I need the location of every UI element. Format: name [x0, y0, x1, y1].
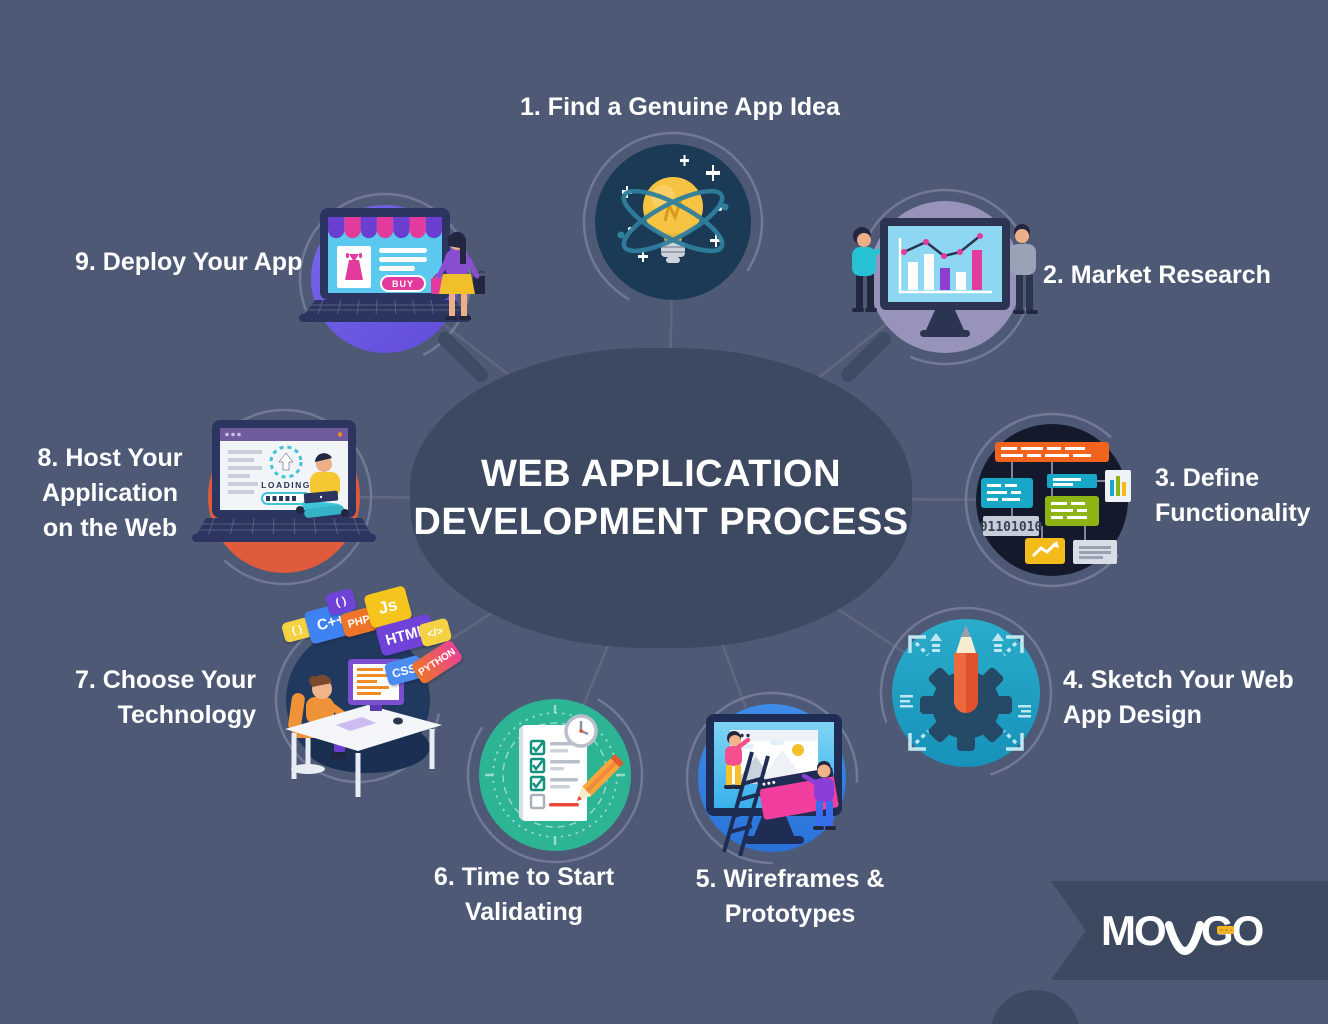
desk: [285, 705, 442, 797]
lightbulb-idea-icon: [617, 155, 729, 263]
magnifier-handle-icon: [438, 332, 891, 382]
deploy-store-icon: BUY: [299, 208, 485, 322]
builder-on-ladder: [724, 731, 751, 789]
sitting-person: [296, 453, 349, 518]
store-awning: [325, 211, 445, 239]
ladder: [722, 751, 770, 857]
brand-ribbon: MO GO: [1051, 881, 1328, 980]
binary-text: 01101010: [980, 520, 1043, 535]
dress-product: [345, 253, 363, 280]
movgo-logo: MO GO: [1101, 907, 1265, 956]
builder-right: [801, 761, 836, 830]
corner-decor-circle: [991, 990, 1079, 1024]
market-research-chart-icon: [852, 218, 1038, 337]
logo-part-mo: MO: [1101, 907, 1165, 954]
buy-button-label: BUY: [392, 279, 414, 289]
page-title: WEB APPLICATION DEVELOPMENT PROCESS: [413, 450, 908, 546]
checklist-rows: [529, 739, 580, 810]
hosting-loading-icon: LOADING: [192, 420, 376, 542]
presenter-woman: [852, 227, 896, 312]
loading-label: LOADING: [261, 480, 311, 490]
flowchart-icon: 01101010: [980, 442, 1131, 564]
checklist-clock-icon: [485, 705, 625, 845]
wireframe-builders-icon: [706, 714, 842, 857]
step-9-label: 9. Deploy Your App: [75, 248, 303, 276]
title-line-1: WEB APPLICATION: [480, 453, 842, 495]
step-5-label: 5. Wireframes &Prototypes: [695, 865, 885, 928]
gear-pencil-icon: [900, 625, 1031, 751]
central-title-panel: WEB APPLICATION DEVELOPMENT PROCESS: [410, 348, 912, 648]
developer-desk-icon: [285, 659, 442, 797]
title-line-2: DEVELOPMENT PROCESS: [413, 501, 909, 543]
step-1-label: 1. Find a Genuine App Idea: [520, 93, 840, 121]
step-2-label: 2. Market Research: [1043, 261, 1271, 289]
logo-wave: [1165, 921, 1204, 956]
shopper-woman: [431, 231, 485, 320]
pencil: [577, 754, 624, 801]
